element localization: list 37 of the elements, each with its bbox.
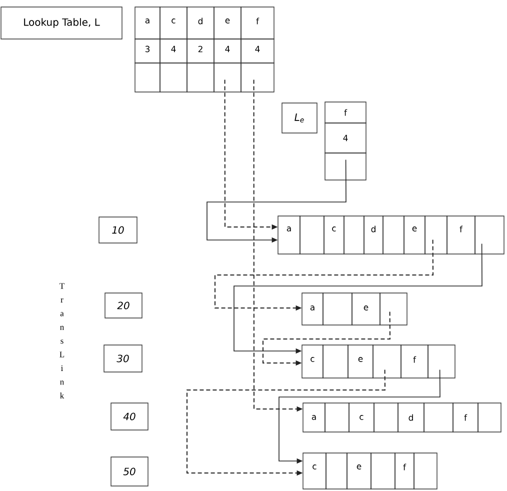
- table-cell: a: [134, 6, 160, 40]
- number-box: 20: [104, 292, 142, 318]
- table-cell: f: [240, 6, 274, 40]
- number-box: 40: [110, 402, 148, 430]
- table-cell: 4: [324, 122, 366, 154]
- table-cell: c: [302, 344, 324, 378]
- table-cell: c: [324, 216, 344, 254]
- number-box: 30: [104, 344, 142, 372]
- table-cell: 3: [134, 38, 160, 64]
- table-cell: f: [452, 402, 478, 432]
- table-cell: f: [394, 452, 414, 490]
- table-cell: e: [352, 292, 380, 326]
- number-box: 50: [110, 456, 148, 486]
- table-cell: f: [446, 216, 476, 254]
- table-cell: f: [400, 344, 428, 378]
- table-cell: 4: [240, 38, 274, 64]
- table-cell: a: [302, 402, 326, 432]
- table-cell: e: [404, 216, 426, 254]
- label-box: L$_{e}$: [282, 102, 318, 134]
- table-cell: e: [348, 344, 374, 378]
- label-box: Lookup Table, L: [0, 6, 122, 40]
- number-box: 10: [98, 216, 138, 244]
- table-cell: d: [186, 6, 214, 40]
- table-cell: c: [348, 402, 374, 432]
- table-cell: 4: [214, 38, 242, 64]
- table-cell: c: [302, 452, 326, 490]
- table-cell: a: [302, 292, 324, 326]
- table-cell: 2: [186, 38, 214, 64]
- table-cell: c: [160, 6, 188, 40]
- table-cell: d: [364, 216, 384, 254]
- table-cell: f: [324, 102, 366, 124]
- vertical-label: TransLink: [60, 283, 64, 398]
- table-cell: d: [398, 402, 424, 432]
- table-cell: 4: [160, 38, 188, 64]
- table-cell: e: [346, 452, 372, 490]
- table-cell: a: [278, 216, 300, 254]
- table-cell: e: [214, 6, 242, 40]
